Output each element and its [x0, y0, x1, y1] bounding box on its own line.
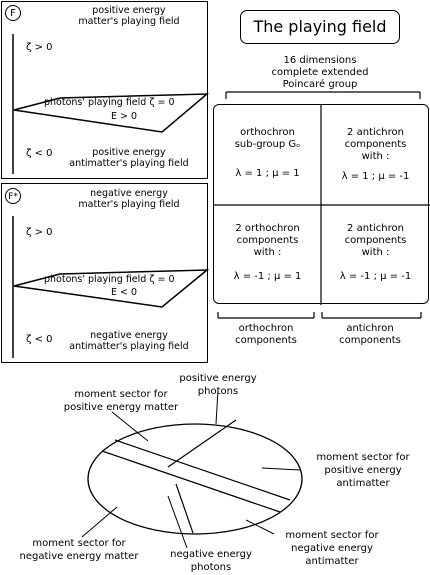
pointer-pos-matter	[111, 411, 149, 442]
cell-2-formula: λ = 1 ; μ = -1	[341, 171, 410, 182]
grid-dividers	[214, 105, 430, 305]
cell-2-line2: components	[344, 139, 407, 150]
footer-antichron-2: components	[339, 335, 401, 346]
cell-antichron-positive: 2 antichron components with : λ = 1 ; μ …	[322, 127, 429, 183]
label-positive-matter-1: moment sector for	[74, 389, 168, 400]
pointer-pos-anti	[261, 467, 301, 471]
cell-1-line1: orthochron	[240, 127, 295, 138]
panel-f-star: F* negative energy matter's playing fiel…	[1, 183, 209, 363]
panel-f-star-zeta-negative: ζ < 0	[26, 334, 53, 345]
label-negative-photons-1: negative energy	[170, 549, 252, 560]
pointer-neg-photons	[167, 495, 188, 549]
label-positive-antimatter-1: moment sector for	[316, 452, 410, 463]
photon-plane	[13, 93, 209, 133]
cell-orthochron-subgroup: orthochron sub-group Gₒ λ = 1 ; μ = 1	[214, 127, 321, 180]
panel-f: F positive energy matter's playing field…	[1, 1, 209, 179]
panel-f-star-plane-label-1: photons' playing field ζ = 0	[44, 274, 175, 285]
label-positive-photons-2: photons	[197, 386, 239, 397]
cell-3-line2: components	[236, 235, 299, 246]
panel-f-top-label-2: matter's playing field	[78, 16, 180, 27]
cell-4-line1: 2 antichron	[347, 223, 404, 234]
panel-f-drawing	[12, 34, 209, 174]
panel-f-badge: F	[5, 5, 21, 21]
cell-4-formula: λ = -1 ; μ = -1	[339, 271, 412, 282]
group-header-2: complete extended	[271, 67, 369, 78]
panel-f-plane-label-2: E > 0	[111, 111, 138, 122]
label-negative-antimatter-1: moment sector for	[285, 530, 379, 541]
panel-f-star-bottom-label-1: negative energy	[90, 330, 168, 341]
panel-f-zeta-negative: ζ < 0	[26, 148, 53, 159]
cell-orthochron-negative: 2 orthochron components with : λ = -1 ; …	[214, 223, 321, 283]
panel-f-star-top-label-1: negative energy	[90, 188, 168, 199]
cell-2-line1: 2 antichron	[347, 127, 404, 138]
panel-f-star-top-label-2: matter's playing field	[78, 199, 180, 210]
panel-f-star-badge: F*	[5, 188, 21, 204]
cell-antichron-negative: 2 antichron components with : λ = -1 ; μ…	[322, 223, 429, 283]
moment-ellipse	[87, 423, 303, 535]
cell-1-formula: λ = 1 ; μ = 1	[235, 168, 300, 179]
cell-4-line3: with :	[361, 247, 390, 258]
group-header-3: Poincaré group	[282, 79, 358, 90]
footer-orthochron-2: components	[235, 335, 297, 346]
footer-orthochron-1: orthochron	[238, 323, 294, 334]
panel-f-star-zeta-positive: ζ > 0	[26, 227, 53, 238]
photon-plane	[13, 269, 209, 308]
pointer-neg-matter	[81, 506, 118, 538]
band-edge-bottom	[101, 450, 281, 513]
cell-4-line2: components	[344, 235, 407, 246]
label-negative-photons-2: photons	[190, 562, 232, 573]
panel-f-star-plane-label-2: E < 0	[111, 287, 138, 298]
panel-f-star-drawing	[12, 216, 209, 358]
label-negative-matter-2: negative energy matter	[19, 551, 139, 562]
cell-1-line2: sub-group Gₒ	[234, 139, 301, 150]
cell-2-line3: with :	[361, 151, 390, 162]
divider-top	[167, 419, 237, 468]
label-positive-antimatter-2: positive energy	[324, 465, 402, 476]
panel-f-bottom-label-1: positive energy	[92, 147, 166, 158]
label-positive-photons-1: positive energy	[179, 373, 257, 384]
group-grid: orthochron sub-group Gₒ λ = 1 ; μ = 1 2 …	[213, 104, 430, 305]
label-positive-antimatter-3: antimatter	[336, 478, 390, 489]
band-edge-top	[114, 439, 291, 501]
pointer-pos-photons	[215, 389, 219, 425]
label-negative-matter-1: moment sector for	[32, 538, 126, 549]
panel-f-bottom-label-2: antimatter's playing field	[69, 158, 189, 169]
label-positive-matter-2: positive energy matter	[63, 402, 179, 413]
divider-bottom	[175, 483, 194, 534]
cell-3-formula: λ = -1 ; μ = 1	[233, 271, 302, 282]
label-negative-antimatter-2: negative energy	[291, 543, 373, 554]
group-header-1: 16 dimensions	[283, 55, 357, 66]
page-title: The playing field	[240, 10, 400, 44]
cell-3-line3: with :	[253, 247, 282, 258]
footer-antichron-1: antichron	[346, 323, 394, 334]
cell-3-line1: 2 orthochron	[235, 223, 300, 234]
panel-f-zeta-positive: ζ > 0	[26, 42, 53, 53]
panel-f-top-label-1: positive energy	[92, 5, 166, 16]
panel-f-star-bottom-label-2: antimatter's playing field	[69, 341, 189, 352]
panel-f-plane-label-1: photons' playing field ζ = 0	[44, 97, 175, 108]
pointer-neg-anti	[245, 519, 275, 535]
label-negative-antimatter-3: antimatter	[305, 556, 359, 567]
